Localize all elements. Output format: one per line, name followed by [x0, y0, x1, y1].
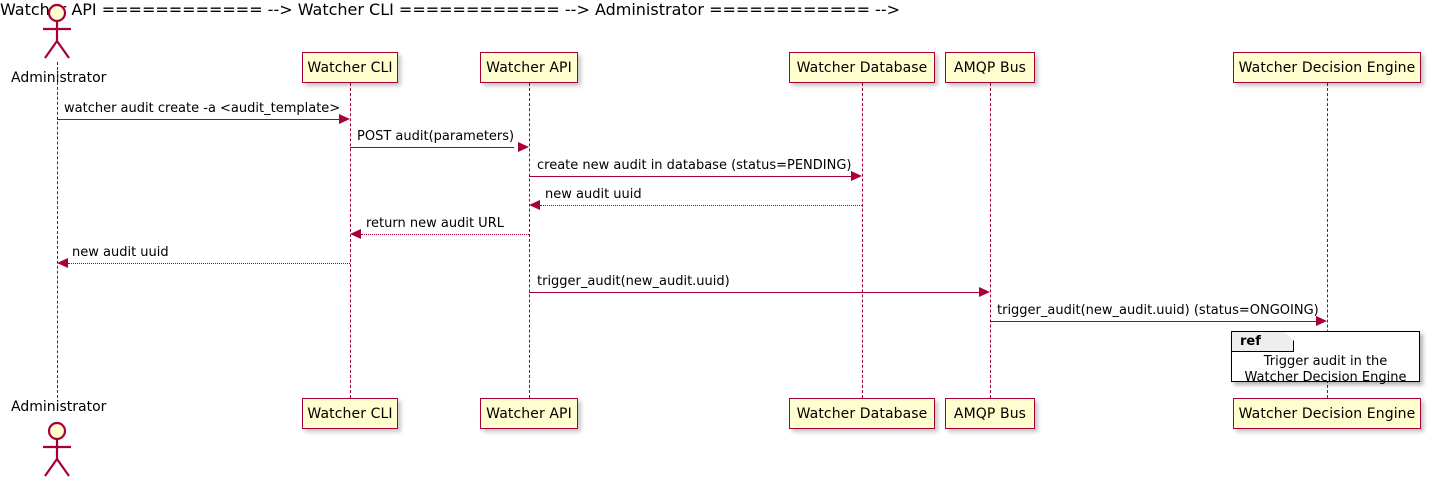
message-line-5: [361, 234, 529, 235]
actor-label-bottom: Administrator: [11, 399, 107, 415]
participant-watcher-database-bottom[interactable]: Watcher Database: [789, 398, 935, 429]
message-line-1: [57, 119, 342, 120]
participant-watcher-api-bottom[interactable]: Watcher API: [480, 398, 578, 429]
ref-fragment[interactable]: ref Trigger audit in the Watcher Decisio…: [1231, 331, 1420, 385]
arrow-head-left-icon-6: [57, 258, 68, 268]
arrow-head-right-icon-3: [851, 171, 862, 181]
message-label-3: create new audit in database (status=PEN…: [537, 158, 852, 173]
message-label-1: watcher audit create -a <audit_template>: [64, 101, 341, 116]
lifeline-watcher-decision-engine: [1327, 83, 1328, 398]
participant-watcher-cli-bottom[interactable]: Watcher CLI: [302, 398, 398, 429]
arrow-head-left-icon-5: [350, 229, 361, 239]
actor-stick-figure-top: [43, 3, 71, 59]
message-label-2: POST audit(parameters): [357, 129, 515, 144]
message-label-5: return new audit URL: [366, 216, 504, 231]
arrow-head-right-icon-7: [979, 287, 990, 297]
arrow-head-right-icon-1: [339, 114, 350, 124]
ref-fragment-tab-label: ref: [1232, 332, 1294, 352]
message-label-4: new audit uuid: [545, 187, 642, 202]
message-label-6: new audit uuid: [72, 245, 169, 260]
message-line-6: [68, 263, 350, 264]
actor-stick-figure-bottom: [43, 421, 71, 477]
participant-watcher-api-top[interactable]: Watcher API: [480, 52, 578, 83]
ref-fragment-body: Trigger audit in the Watcher Decision En…: [1232, 354, 1419, 386]
participant-amqp-bus-top[interactable]: AMQP Bus: [945, 52, 1035, 83]
arrow-head-left-icon-4: [529, 200, 540, 210]
message-line-7: [529, 292, 979, 293]
message-line-8: [990, 321, 1316, 322]
participant-watcher-database-top[interactable]: Watcher Database: [789, 52, 935, 83]
participant-watcher-cli-top[interactable]: Watcher CLI: [302, 52, 398, 83]
message-line-3: [529, 176, 851, 177]
arrow-head-right-icon-8: [1316, 316, 1327, 326]
participant-amqp-bus-bottom[interactable]: AMQP Bus: [945, 398, 1035, 429]
message-line-4: [540, 205, 862, 206]
message-label-8: trigger_audit(new_audit.uuid) (status=ON…: [997, 303, 1319, 318]
arrow-head-right-icon-2: [518, 142, 529, 152]
actor-label-top: Administrator: [11, 70, 107, 86]
message-label-7: trigger_audit(new_audit.uuid): [537, 274, 730, 289]
ref-fragment-line-1: Trigger audit in the: [1263, 354, 1388, 369]
participant-watcher-decision-engine-bottom[interactable]: Watcher Decision Engine: [1233, 398, 1421, 429]
lifeline-administrator: [57, 62, 58, 398]
ref-fragment-line-2: Watcher Decision Engine: [1244, 370, 1407, 385]
message-line-2: [350, 147, 514, 148]
lifeline-amqp-bus: [990, 83, 991, 398]
lifeline-watcher-cli: [350, 83, 351, 398]
participant-watcher-decision-engine-top[interactable]: Watcher Decision Engine: [1233, 52, 1421, 83]
lifeline-watcher-database: [862, 83, 863, 398]
lifeline-watcher-api: [529, 83, 530, 398]
